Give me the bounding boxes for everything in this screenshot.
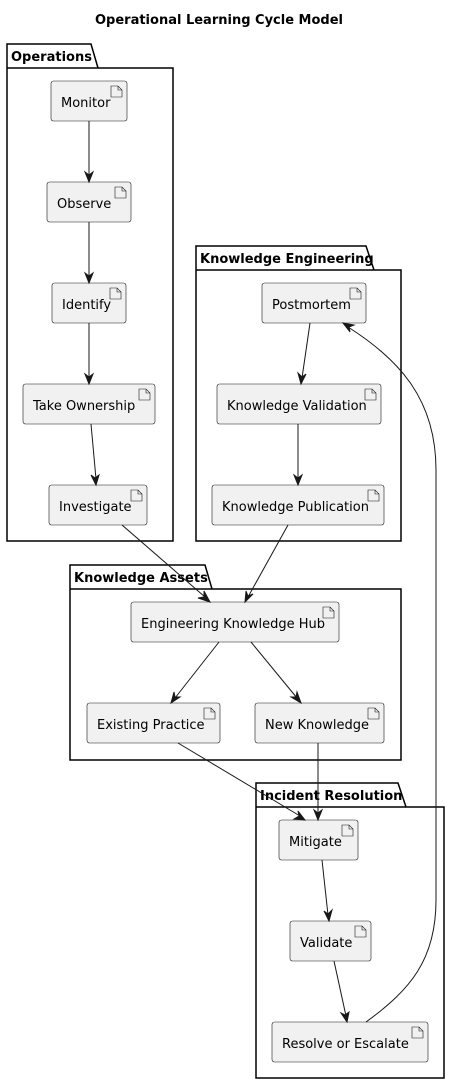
- document-icon: [130, 489, 143, 502]
- package-operations-frame: [6, 43, 174, 542]
- node-identify: Identify: [51, 282, 127, 324]
- edge-hub-to-existing-practice: [170, 641, 220, 705]
- package-operations: Operations: [6, 43, 174, 542]
- edge-existing-practice-to-mitigate: [177, 742, 307, 821]
- package-knowledge-assets-frame: [69, 564, 402, 761]
- node-label: Engineering Knowledge Hub: [141, 617, 325, 632]
- node-label: New Knowledge: [265, 718, 369, 733]
- node-label: Knowledge Publication: [222, 500, 369, 515]
- node-label: Take Ownership: [32, 399, 135, 414]
- node-mitigate: Mitigate: [278, 819, 359, 861]
- edge-identify-to-take-ownership: [83, 323, 95, 386]
- node-take-ownership: Take Ownership: [22, 383, 156, 425]
- node-label: Monitor: [61, 96, 111, 111]
- package-incident-resolution-frame: [255, 782, 445, 1079]
- node-existing-practice: Existing Practice: [86, 702, 221, 744]
- node-label: Mitigate: [289, 835, 342, 850]
- edge-investigate-to-hub: [121, 524, 212, 603]
- package-incident-resolution: Incident Resolution: [255, 782, 445, 1079]
- package-knowledge-engineering: Knowledge Engineering: [195, 245, 402, 542]
- node-resolve-or-escalate: Resolve or Escalate: [271, 1021, 429, 1063]
- node-label: Existing Practice: [97, 718, 205, 733]
- edge-postmortem-to-validation: [297, 322, 311, 386]
- node-label: Identify: [62, 298, 111, 313]
- package-knowledge-engineering-label: Knowledge Engineering: [200, 252, 374, 267]
- node-label: Observe: [57, 197, 111, 212]
- document-icon: [341, 824, 354, 837]
- node-label: Validate: [300, 936, 352, 951]
- node-validate: Validate: [289, 920, 372, 962]
- document-icon: [411, 1026, 424, 1039]
- document-icon: [110, 85, 123, 98]
- document-icon: [114, 186, 127, 199]
- edges: [83, 121, 437, 1024]
- package-operations-label: Operations: [11, 50, 92, 65]
- node-label: Investigate: [59, 500, 132, 515]
- node-postmortem: Postmortem: [261, 282, 367, 324]
- node-engineering-knowledge-hub: Engineering Knowledge Hub: [130, 601, 340, 643]
- edge-hub-to-new-knowledge: [250, 641, 302, 705]
- package-incident-resolution-label: Incident Resolution: [260, 789, 402, 804]
- document-icon: [322, 606, 335, 619]
- document-icon: [364, 388, 377, 401]
- diagram-title: Operational Learning Cycle Model: [95, 13, 343, 28]
- document-icon: [138, 388, 151, 401]
- node-knowledge-validation: Knowledge Validation: [216, 383, 382, 425]
- edge-mitigate-to-validate: [321, 859, 333, 923]
- node-investigate: Investigate: [48, 484, 148, 526]
- document-icon: [367, 489, 380, 502]
- package-knowledge-engineering-frame: [195, 245, 402, 542]
- node-label: Postmortem: [272, 298, 351, 313]
- node-label: Knowledge Validation: [227, 399, 367, 414]
- edge-validate-to-resolve: [333, 960, 350, 1024]
- node-new-knowledge: New Knowledge: [254, 702, 385, 744]
- node-observe: Observe: [46, 181, 132, 223]
- package-knowledge-assets-label: Knowledge Assets: [74, 571, 208, 586]
- edge-take-ownership-to-investigate: [90, 423, 100, 487]
- edge-monitor-to-observe: [83, 121, 95, 184]
- edge-resolve-to-postmortem: [341, 322, 437, 1023]
- document-icon: [349, 287, 362, 300]
- edge-new-knowledge-to-mitigate: [312, 743, 324, 822]
- node-label: Resolve or Escalate: [282, 1037, 409, 1052]
- document-icon: [354, 925, 367, 938]
- edge-validation-to-publication: [292, 424, 304, 487]
- edge-publication-to-hub: [244, 524, 289, 604]
- package-knowledge-assets: Knowledge Assets: [69, 564, 402, 761]
- node-monitor: Monitor: [50, 80, 128, 122]
- node-knowledge-publication: Knowledge Publication: [211, 484, 385, 526]
- document-icon: [109, 287, 122, 300]
- document-icon: [203, 707, 216, 720]
- edge-observe-to-identify: [83, 222, 95, 285]
- document-icon: [367, 707, 380, 720]
